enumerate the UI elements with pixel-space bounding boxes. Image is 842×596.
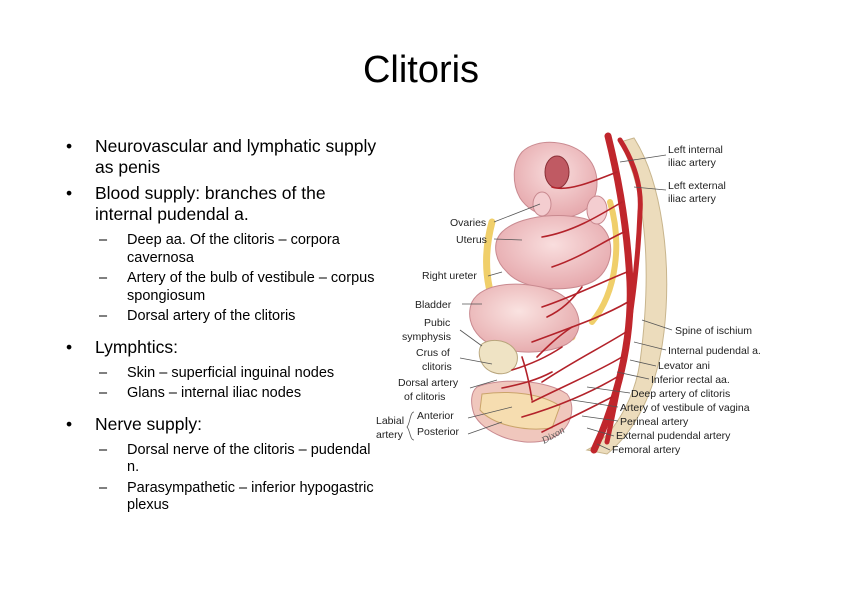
label-bladder: Bladder	[415, 299, 452, 311]
sub-bullet-item: – Deep aa. Of the clitoris – corpora cav…	[99, 232, 386, 267]
label-uterus: Uterus	[456, 234, 487, 246]
bullet-item: • Blood supply: branches of the internal…	[66, 183, 386, 225]
label-labial-artery: artery	[376, 429, 404, 441]
sub-bullet-text: Artery of the bulb of vestibule – corpus…	[127, 270, 375, 304]
label-crus-of-clitoris: clitoris	[422, 361, 452, 373]
label-crus-of-clitoris: Crus of	[416, 347, 450, 359]
label-left-external-iliac: iliac artery	[668, 193, 717, 205]
sub-bullet-item: – Dorsal nerve of the clitoris – pudenda…	[99, 442, 386, 477]
sub-bullet-glyph: –	[99, 364, 108, 381]
sub-bullet-list: – Skin – superficial inguinal nodes – Gl…	[99, 365, 386, 403]
label-inferior-rectal: Inferior rectal aa.	[651, 374, 730, 386]
label-pubic-symphysis: Pubic	[424, 317, 450, 329]
sub-bullet-glyph: –	[99, 270, 108, 286]
ureter	[589, 199, 620, 325]
bullet-glyph: •	[66, 336, 73, 357]
label-posterior: Posterior	[417, 426, 460, 438]
uterus	[495, 215, 612, 290]
label-femoral: Femoral artery	[612, 444, 681, 456]
sub-bullet-text: Dorsal nerve of the clitoris – pudendal …	[127, 441, 371, 476]
sub-bullet-item: – Skin – superficial inguinal nodes	[99, 365, 386, 383]
external-iliac-artery	[617, 137, 643, 215]
ovary-cyst	[544, 155, 570, 189]
sub-bullet-text: Skin – superficial inguinal nodes	[127, 364, 335, 381]
label-dorsal-artery: of clitoris	[404, 391, 445, 403]
sub-bullet-item: – Parasympathetic – inferior hypogastric…	[99, 480, 386, 515]
sub-bullet-text: Parasympathetic – inferior hypogastric p…	[127, 479, 374, 514]
pubic-bone	[478, 339, 518, 375]
bullet-glyph: •	[66, 413, 73, 434]
sub-bullet-text: Glans – internal iliac nodes	[127, 385, 302, 401]
label-internal-pudendal: Internal pudendal a.	[668, 345, 761, 357]
sub-bullet-text: Dorsal artery of the clitoris	[127, 308, 296, 324]
label-spine-of-ischium: Spine of ischium	[675, 325, 752, 337]
label-left-internal-iliac: iliac artery	[668, 157, 717, 169]
pelvic-wall	[585, 137, 668, 455]
label-right-ureter: Right ureter	[422, 270, 477, 282]
slide-title: Clitoris	[362, 49, 480, 91]
sub-bullet-item: – Glans – internal iliac nodes	[99, 385, 386, 403]
sub-bullet-glyph: –	[99, 385, 108, 401]
label-external-pudendal: External pudendal artery	[616, 430, 731, 442]
label-levator-ani: Levator ani	[658, 360, 710, 372]
label-left-internal-iliac: Left internal	[668, 144, 723, 156]
labia	[479, 392, 561, 430]
ovary	[532, 191, 552, 217]
sub-bullet-item: – Artery of the bulb of vestibule – corp…	[99, 270, 386, 305]
sub-bullet-glyph: –	[99, 479, 108, 496]
label-anterior: Anterior	[417, 410, 454, 422]
label-deep-artery: Deep artery of clitoris	[631, 388, 730, 400]
bullet-text: Nerve supply:	[95, 413, 202, 434]
leader-lines	[459, 154, 673, 451]
artery-branches	[501, 171, 629, 433]
bullet-item: • Neurovascular and lymphatic supply as …	[66, 136, 386, 178]
bullet-text: Neurovascular and lymphatic supply as pe…	[95, 136, 377, 177]
bullet-glyph: •	[66, 136, 73, 156]
label-artery-vestibule: Artery of vestibule of vagina	[620, 402, 750, 414]
label-ovaries: Ovaries	[450, 217, 486, 229]
sub-bullet-text: Deep aa. Of the clitoris – corpora caver…	[127, 232, 340, 266]
clitoris-blood-supply-illustration: Left internal iliac artery Left external…	[376, 132, 761, 456]
label-dorsal-artery: Dorsal artery	[398, 377, 459, 389]
label-labial-artery: Labial	[376, 415, 404, 427]
bullet-item: • Nerve supply:	[66, 414, 386, 435]
label-perineal: Perineal artery	[620, 416, 689, 428]
label-pubic-symphysis: symphysis	[402, 331, 451, 343]
bullet-item: • Lymphtics:	[66, 337, 386, 358]
sub-bullet-glyph: –	[99, 232, 108, 248]
bullet-text: Lymphtics:	[95, 336, 178, 357]
bullet-list: • Neurovascular and lymphatic supply as …	[66, 136, 386, 526]
sub-bullet-list: – Dorsal nerve of the clitoris – pudenda…	[99, 442, 386, 515]
sub-bullet-item: – Dorsal artery of the clitoris	[99, 308, 386, 326]
sub-bullet-glyph: –	[99, 308, 108, 324]
bullet-glyph: •	[66, 183, 73, 203]
label-left-external-iliac: Left external	[668, 180, 726, 192]
labial-bracket	[406, 411, 415, 441]
sub-bullet-glyph: –	[99, 441, 108, 458]
sub-bullet-list: – Deep aa. Of the clitoris – corpora cav…	[99, 232, 386, 326]
femoral-artery	[604, 209, 643, 445]
bullet-text: Blood supply: branches of the internal p…	[95, 183, 326, 224]
